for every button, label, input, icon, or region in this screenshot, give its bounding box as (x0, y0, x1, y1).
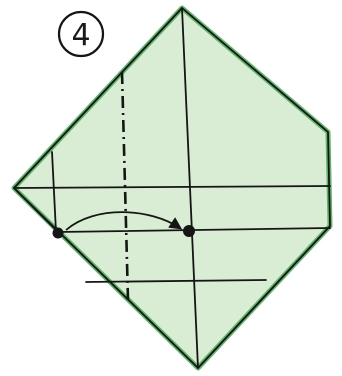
step-number-badge: 4 (59, 12, 103, 56)
start-point-dot (53, 228, 64, 239)
target-point-dot (183, 225, 195, 237)
step-number-label: 4 (71, 18, 90, 53)
